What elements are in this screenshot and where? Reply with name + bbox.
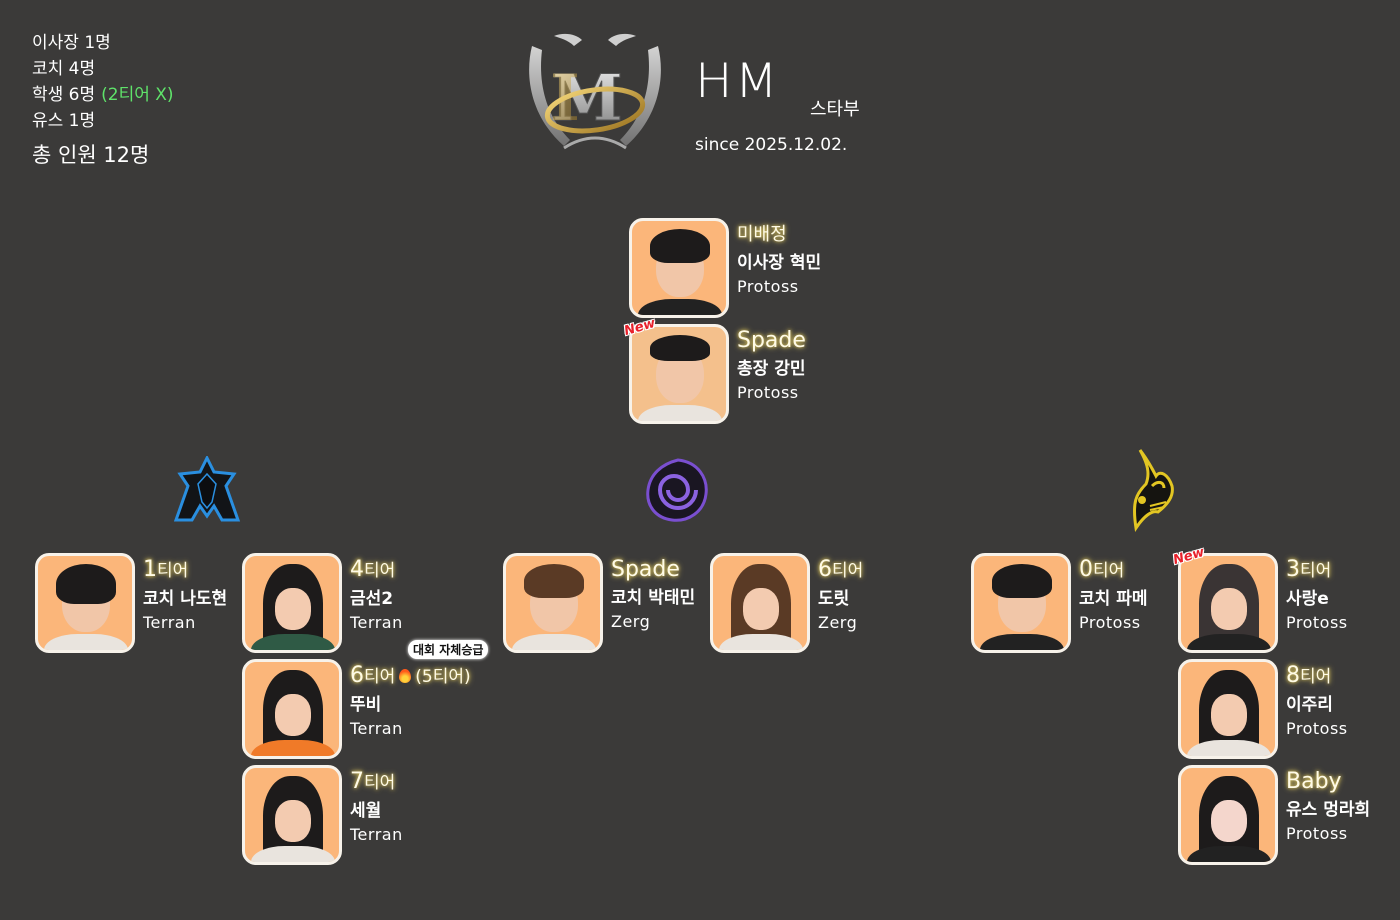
member-stats: 이사장 1명 코치 4명 학생 6명(2티어 X) 유스 1명 총 인원 12명 <box>32 30 174 168</box>
member-race: Terran <box>350 719 403 738</box>
member-tier: 미배정 <box>737 224 787 245</box>
member-tier: 4티어 <box>350 557 396 582</box>
member-tier: 3티어 <box>1286 557 1332 582</box>
member-card-zerg-1[interactable]: Spade 코치 박태민 Zerg <box>503 553 695 653</box>
member-name: 세월 <box>350 801 382 821</box>
member-photo <box>242 659 342 759</box>
zerg-emblem-icon <box>646 458 708 522</box>
member-race: Protoss <box>1286 719 1348 738</box>
stat-youth: 유스 1명 <box>32 111 96 131</box>
hm-crest-logo-icon: M I <box>529 33 661 150</box>
protoss-emblem-icon <box>1132 449 1174 532</box>
member-race: Terran <box>143 613 196 632</box>
member-race: Terran <box>350 613 403 632</box>
member-card-terran-2[interactable]: 4티어 금선2 Terran <box>242 553 403 653</box>
member-race: Protoss <box>1079 613 1141 632</box>
member-race: Zerg <box>818 613 858 632</box>
member-photo <box>242 553 342 653</box>
member-name: 이주리 <box>1286 695 1333 715</box>
brand-subtitle: 스타부 <box>810 99 860 120</box>
member-tier: Spade <box>737 328 806 353</box>
member-photo <box>971 553 1071 653</box>
member-photo <box>503 553 603 653</box>
member-name: 총장 강민 <box>737 359 806 379</box>
member-tier: 6티어(5티어) <box>350 663 471 688</box>
member-card-leader-2[interactable]: Spade 총장 강민 Protoss <box>629 324 806 424</box>
member-race: Terran <box>350 825 403 844</box>
member-card-terran-4[interactable]: 7티어 세월 Terran <box>242 765 403 865</box>
terran-emblem-icon <box>173 456 241 522</box>
member-card-protoss-1[interactable]: 0티어 코치 파메 Protoss <box>971 553 1147 653</box>
member-name: 유스 멍라희 <box>1286 800 1371 820</box>
member-tier: Baby <box>1286 769 1342 794</box>
member-card-leader-1[interactable]: 미배정 이사장 혁민 Protoss <box>629 218 821 318</box>
member-tier: 8티어 <box>1286 663 1332 688</box>
member-name: 사랑e <box>1286 589 1329 609</box>
member-name: 뚜비 <box>350 695 382 715</box>
member-tier: 1티어 <box>143 557 189 582</box>
member-name: 금선2 <box>350 589 394 609</box>
member-photo <box>1178 553 1278 653</box>
promotion-note: 대회 자체승급 <box>408 640 489 659</box>
member-tier-extra: (5티어) <box>415 667 471 687</box>
svg-text:M: M <box>552 61 623 136</box>
member-photo <box>242 765 342 865</box>
member-tier: 0티어 <box>1079 557 1125 582</box>
member-photo <box>35 553 135 653</box>
member-photo <box>629 324 729 424</box>
member-tier: 6티어 <box>818 557 864 582</box>
fire-icon <box>399 669 412 683</box>
member-photo <box>710 553 810 653</box>
member-name: 코치 파메 <box>1079 589 1148 609</box>
member-name: 코치 박태민 <box>611 588 696 608</box>
member-card-terran-1[interactable]: 1티어 코치 나도현 Terran <box>35 553 227 653</box>
member-name: 코치 나도현 <box>143 589 228 609</box>
stat-coaches: 코치 4명 <box>32 59 96 79</box>
member-card-terran-3[interactable]: 6티어(5티어) 뚜비 Terran <box>242 659 471 759</box>
stat-chairman: 이사장 1명 <box>32 33 111 53</box>
stat-students: 학생 6명 <box>32 85 96 105</box>
member-name: 이사장 혁민 <box>737 253 822 273</box>
member-photo <box>1178 765 1278 865</box>
member-card-protoss-3[interactable]: 8티어 이주리 Protoss <box>1178 659 1348 759</box>
member-race: Zerg <box>611 612 651 631</box>
member-race: Protoss <box>1286 824 1348 843</box>
member-race: Protoss <box>737 277 799 296</box>
member-race: Protoss <box>1286 613 1348 632</box>
brand-title: HM <box>695 53 780 109</box>
member-card-protoss-2[interactable]: 3티어 사랑e Protoss <box>1178 553 1348 653</box>
member-tier: 7티어 <box>350 769 396 794</box>
member-photo <box>1178 659 1278 759</box>
member-name: 도릿 <box>818 589 850 609</box>
stat-students-note: (2티어 X) <box>101 85 174 105</box>
member-tier: Spade <box>611 557 680 582</box>
member-race: Protoss <box>737 383 799 402</box>
member-card-protoss-4[interactable]: Baby 유스 멍라희 Protoss <box>1178 765 1370 865</box>
stat-total: 총 인원 12명 <box>32 143 150 167</box>
stat-students-row: 학생 6명(2티어 X) <box>32 82 174 108</box>
since-date: since 2025.12.02. <box>695 135 848 155</box>
member-card-zerg-2[interactable]: 6티어 도릿 Zerg <box>710 553 863 653</box>
member-photo <box>629 218 729 318</box>
